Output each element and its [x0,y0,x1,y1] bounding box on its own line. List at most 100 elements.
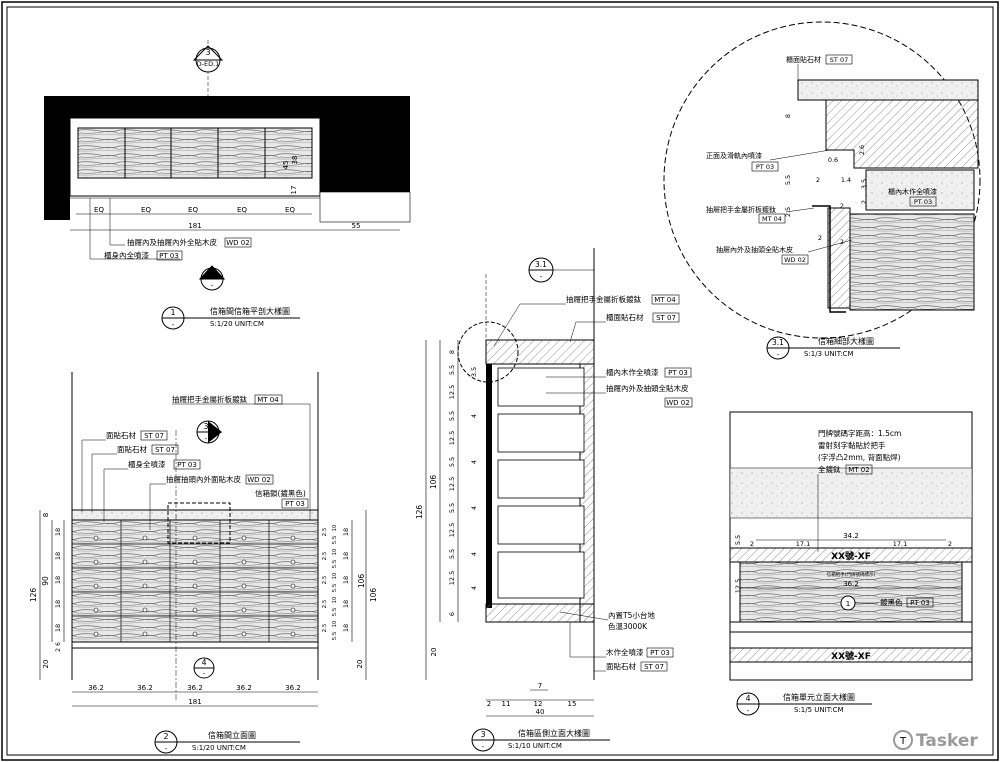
tag-v2-0: MT 04 [257,396,279,404]
svg-text:2.5: 2.5 [322,551,328,560]
svg-text:4: 4 [470,506,478,510]
dim-bottom-total: 40 [536,708,545,716]
dim-34: 34.2 [843,532,859,540]
view1-scale: S:1/20 UNIT:CM [210,320,264,328]
dim-38: 38 [43,151,52,161]
dim-col: 12 [534,700,543,708]
svg-text:2.5: 2.5 [784,207,792,217]
dim-right-106: 106 [357,574,366,589]
svg-text:8: 8 [448,350,456,354]
dim-col: 36.2 [236,684,252,692]
label-band-b [729,647,973,663]
unit-label-a: XX號-XF [831,550,871,562]
dim-17b: 17.1 [893,540,907,548]
svg-text:雷射刻字黏貼於把手: 雷射刻字黏貼於把手 [818,440,886,450]
view31-dims: 8 5.5 2.5 2 2 0.6 2.6 1.4 3.5 2 2 2 [784,114,868,246]
note-v3-7: 面貼石材 [606,661,636,671]
dim-eq-3: EQ [188,206,198,214]
dim-bottom-total: 181 [188,698,201,706]
svg-text:5.5: 5.5 [332,607,338,616]
svg-text:10: 10 [332,596,338,603]
svg-text:2.5: 2.5 [322,623,328,632]
cabinet-base-3 [485,603,595,623]
view31-title: 信箱細部大樣圖 [818,336,874,346]
marker-sub: - [203,670,206,678]
small-handle-text: 信箱把手(門牌號碼標示) [827,571,876,578]
svg-text:2.5: 2.5 [322,599,328,608]
dim-col: 36.2 [88,684,104,692]
view4-stone [729,467,973,519]
dim-col: 36.2 [187,684,203,692]
note-v3-2: 櫃內木作全噴漆 [606,367,659,377]
dim-right-20: 20 [356,660,364,669]
tag-v2-1: ST 07 [144,432,164,440]
dim-row: 18 [54,600,62,608]
tag-v2-5: PT 03 [285,500,305,508]
title-sub: - [747,707,750,715]
svg-text:1.4: 1.4 [841,176,851,184]
marker-number: 3 [205,48,210,57]
note-v3-1: 櫃面貼石材 [606,312,644,322]
dim-eq-4: EQ [237,206,247,214]
svg-text:2.5: 2.5 [322,575,328,584]
svg-text:10: 10 [332,524,338,531]
svg-text:2: 2 [840,202,844,210]
dim-col: 15 [568,700,577,708]
svg-text:10: 10 [332,572,338,579]
note-v2-5: 信箱鎖(鍍黑色) [255,488,306,498]
dim-eq-2: EQ [141,206,151,214]
note: 正面及滑軌內噴漆 [706,151,762,160]
dim-2b: 2 [948,540,952,548]
note-v3-3: 抽屜內外及抽頭全貼木皮 [606,383,689,393]
sheet-border-inner [6,6,994,756]
view2-scale: S:1/20 UNIT:CM [192,744,246,752]
svg-text:12.5: 12.5 [448,523,456,537]
dim-col: 36.2 [285,684,301,692]
marker-sub: - [205,435,208,443]
watermark-text: Tasker [916,731,978,751]
view2-elevation: 抽屜把手金屬折板鍍鈦 MT 04 面貼石材 ST 07 面貼石材 ST 07 櫃… [29,372,378,754]
dim-upper: 106 [429,475,438,490]
drawer-front [827,207,851,309]
title-number: 1 [170,308,175,317]
tag-v3-1: ST 07 [656,314,676,322]
tag-v3-6: PT 03 [650,649,670,657]
dim-7: 7 [538,682,542,690]
return-wall [319,191,411,223]
view3-scale: S:1/10 UNIT:CM [508,742,562,750]
dim-38b: 38 [291,156,299,165]
view31-notes: 櫃面貼石材 ST 07 正面及滑軌內噴漆 PT 03 櫃內木作全噴漆 PT 03… [706,54,937,265]
tag-v2-4: WD 02 [247,476,270,484]
cabinet-base [71,641,319,649]
dim-55: 55 [352,222,361,230]
tag-v3-0: MT 04 [654,296,676,304]
svg-text:5.5: 5.5 [448,503,456,513]
tag: PT 03 [756,163,774,171]
tag-v3-2: PT 03 [668,369,688,377]
note-v2-3: 櫃身全噴漆 [128,459,166,469]
svg-text:12.5: 12.5 [448,385,456,399]
svg-text:8: 8 [784,114,792,118]
svg-text:12.5: 12.5 [448,571,456,585]
tag: MT 04 [762,215,782,223]
svg-text:2: 2 [816,176,820,184]
dim-181: 181 [188,222,201,230]
note: 櫃內木作全噴漆 [888,187,937,196]
dim-row: 18 [342,528,350,536]
detail-circle [663,21,981,339]
svg-text:(字浮凸2mm, 背面點焊): (字浮凸2mm, 背面點焊) [818,452,901,462]
tasker-logo-icon [893,730,913,750]
svg-text:6: 6 [448,612,456,616]
top-stone [485,339,595,365]
inner-dims: 2.5 2.5 2.5 2.5 2.5 10 5.5 10 5.5 10 5.5… [322,524,338,640]
elev-number: 2 [209,269,214,278]
svg-text:4: 4 [470,460,478,464]
tag-v1-0: WD 02 [226,239,249,247]
dim-row: 18 [342,624,350,632]
metal-handle [812,205,846,313]
elev-sub: - [211,282,214,290]
note-v3-4: 內置T5小台地 [608,610,655,620]
note-v2-1: 面貼石材 [106,430,136,440]
